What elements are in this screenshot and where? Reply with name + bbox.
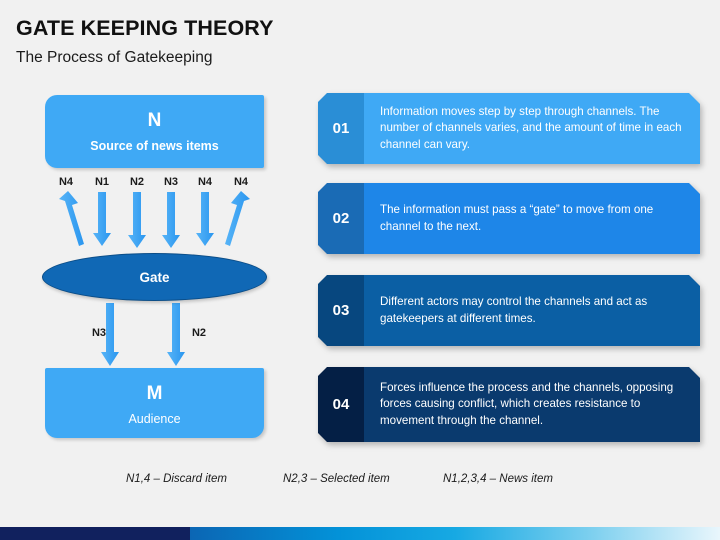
arrow-up-left (59, 191, 84, 246)
source-node: N Source of news items (45, 95, 264, 168)
arrow-label-n4-left: N4 (58, 176, 74, 188)
bottom-bar-navy-segment (0, 527, 190, 540)
page-title: GATE KEEPING THEORY (16, 16, 274, 40)
audience-node: M Audience (45, 368, 264, 438)
step-text-04: Forces influence the process and the cha… (364, 367, 700, 442)
step-number-01: 01 (318, 93, 364, 164)
legend-discard-item: N1,4 – Discard item (126, 473, 227, 485)
step-number-02: 02 (318, 183, 364, 254)
arrow-label-n1: N1 (94, 176, 110, 188)
step-item-04[interactable]: 04 Forces influence the process and the … (318, 367, 700, 442)
step-item-02[interactable]: 02 The information must pass a “gate” to… (318, 183, 700, 254)
gate-node-label: Gate (139, 269, 170, 285)
step-text-03: Different actors may control the channel… (364, 275, 700, 346)
arrow-down-4 (196, 192, 214, 246)
arrow-down-3 (162, 192, 180, 248)
arrow-label-n4-right: N4 (233, 176, 249, 188)
step-number-04: 04 (318, 367, 364, 442)
step-text-01: Information moves step by step through c… (364, 93, 700, 164)
source-node-letter: N (147, 110, 162, 131)
arrow-label-n3-bottom: N3 (91, 327, 107, 339)
step-number-03: 03 (318, 275, 364, 346)
arrow-label-n4-mid: N4 (197, 176, 213, 188)
legend-news-item: N1,2,3,4 – News item (443, 473, 553, 485)
bottom-accent-bar (0, 527, 720, 540)
step-item-03[interactable]: 03 Different actors may control the chan… (318, 275, 700, 346)
audience-node-caption: Audience (128, 412, 181, 426)
arrow-down-1 (93, 192, 111, 246)
gatekeeping-diagram: N Source of news items N4 N1 N2 N3 N4 N4 (0, 0, 310, 500)
source-node-caption: Source of news items (90, 139, 219, 153)
arrow-down-2 (128, 192, 146, 248)
arrow-label-n2-bottom: N2 (191, 327, 207, 339)
step-item-01[interactable]: 01 Information moves step by step throug… (318, 93, 700, 164)
page-subtitle: The Process of Gatekeeping (16, 49, 213, 66)
audience-node-letter: M (146, 383, 163, 404)
arrow-down-n2 (167, 303, 185, 366)
arrow-up-right (225, 191, 250, 246)
step-text-02: The information must pass a “gate” to mo… (364, 183, 700, 254)
arrow-label-n3: N3 (163, 176, 179, 188)
gate-node: Gate (42, 253, 267, 301)
bottom-bar-gradient-segment (190, 527, 720, 540)
arrow-label-n2: N2 (129, 176, 145, 188)
legend-selected-item: N2,3 – Selected item (283, 473, 390, 485)
